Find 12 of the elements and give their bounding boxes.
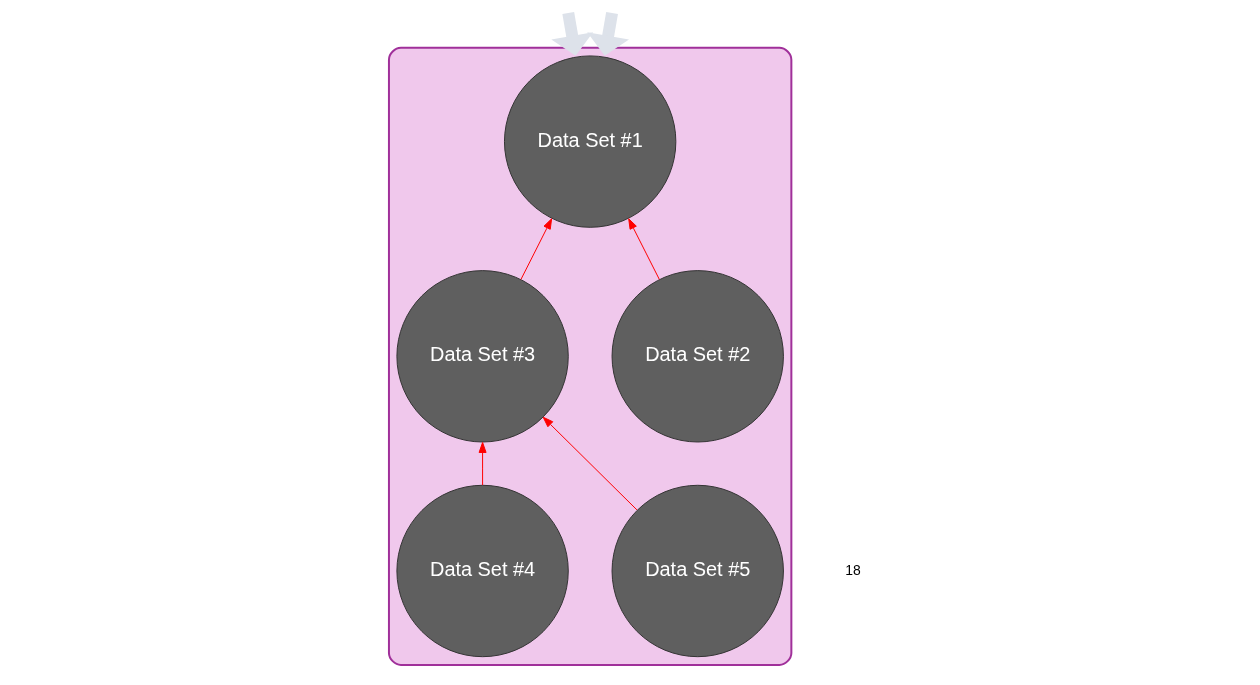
arrow <box>550 11 593 56</box>
node-circle: Data Set #4 <box>395 484 569 658</box>
arrow <box>542 416 637 511</box>
arrow <box>586 11 629 56</box>
node-circle: Data Set #2 <box>611 270 784 443</box>
node-circle: Data Set #5 <box>611 484 784 658</box>
arrow <box>519 218 552 280</box>
node-circle: Data Set #3 <box>395 270 569 443</box>
arrow <box>627 218 660 280</box>
cluster <box>387 46 792 666</box>
arrow <box>478 442 487 486</box>
label: 18 <box>844 561 861 578</box>
